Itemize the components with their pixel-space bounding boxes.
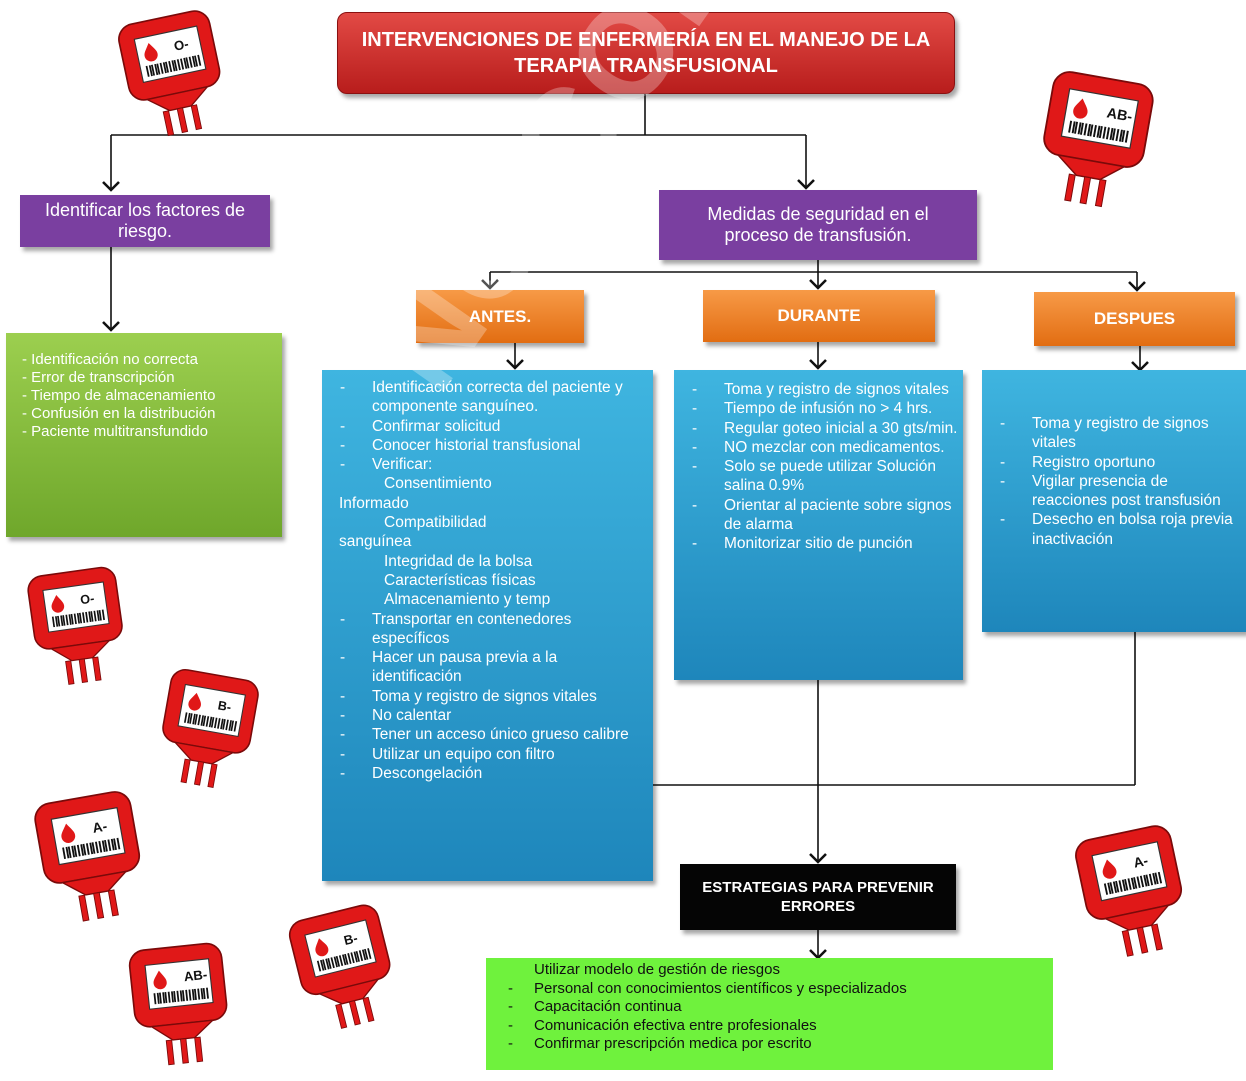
list-item: Tener un acceso único grueso calibre bbox=[322, 725, 649, 745]
phase-despues-list: Toma y registro de signos vitalesRegistr… bbox=[982, 370, 1246, 632]
list-item: Identificación correcta del paciente y c… bbox=[322, 378, 649, 417]
list-item: NO mezclar con medicamentos. bbox=[674, 438, 959, 458]
list-item: Verificar: bbox=[322, 455, 649, 475]
diagram-title: INTERVENCIONES DE ENFERMERÍA EN EL MANEJ… bbox=[337, 12, 955, 94]
list-item: sanguínea bbox=[339, 533, 412, 551]
list-item: - Error de transcripción bbox=[22, 369, 175, 386]
list-item: Toma y registro de signos vitales bbox=[982, 414, 1242, 453]
phase-despues-header: DESPUES bbox=[1034, 292, 1235, 346]
blood-type-label: AB- bbox=[1105, 105, 1133, 125]
blood-bag-icon: A- bbox=[34, 791, 141, 922]
list-item: Integridad de la bolsa bbox=[384, 552, 533, 570]
list-item: Toma y registro de signos vitales bbox=[674, 380, 959, 400]
list-item: Características físicas bbox=[384, 571, 536, 589]
list-item: Comunicación efectiva entre profesionale… bbox=[504, 1017, 1035, 1036]
safety-measures-box: Medidas de seguridad en el proceso de tr… bbox=[659, 190, 977, 260]
list-item: No calentar bbox=[322, 706, 649, 726]
blood-bag-icon: O- bbox=[118, 10, 221, 137]
list-item: Toma y registro de signos vitales bbox=[322, 687, 649, 707]
list-item: Almacenamiento y temp bbox=[384, 591, 551, 609]
list-item: Capacitación continua bbox=[504, 998, 1035, 1017]
blood-type-label: A- bbox=[1132, 853, 1150, 871]
list-item: - Tiempo de almacenamiento bbox=[22, 387, 216, 404]
blood-bag-icon: A- bbox=[1075, 825, 1183, 957]
phase-durante-list: Toma y registro de signos vitalesTiempo … bbox=[674, 370, 963, 680]
blood-bag-icon: AB- bbox=[1043, 71, 1154, 208]
list-item: Orientar al paciente sobre signos de ala… bbox=[674, 496, 959, 535]
blood-bag-icon: AB- bbox=[128, 942, 228, 1066]
list-item: Regular goteo inicial a 30 gts/min. bbox=[674, 419, 959, 439]
blood-type-label: O- bbox=[173, 36, 190, 54]
list-item: Hacer un pausa previa a la identificació… bbox=[322, 648, 649, 687]
phase-antes-list: Identificación correcta del paciente y c… bbox=[322, 370, 653, 881]
list-item: - Identificación no correcta bbox=[22, 351, 198, 368]
list-item: Utilizar modelo de gestión de riesgos bbox=[534, 961, 780, 978]
blood-type-label: O- bbox=[79, 591, 95, 607]
list-item: Vigilar presencia de reacciones post tra… bbox=[982, 472, 1242, 511]
blood-type-label: B- bbox=[217, 698, 233, 714]
list-item: Compatibilidad bbox=[384, 514, 487, 532]
list-item: - Confusión en la distribución bbox=[22, 405, 216, 422]
phase-durante-header: DURANTE bbox=[703, 290, 935, 342]
list-item: Solo se puede utilizar Solución salina 0… bbox=[674, 457, 959, 496]
list-item: Descongelación bbox=[322, 764, 649, 784]
list-item: Tiempo de infusión no > 4 hrs. bbox=[674, 399, 959, 419]
list-item: Personal con conocimientos científicos y… bbox=[504, 980, 1035, 999]
list-item: Registro oportuno bbox=[982, 453, 1242, 473]
blood-bag-icon: O- bbox=[27, 566, 123, 685]
risk-factors-list: - Identificación no correcta - Error de … bbox=[6, 333, 282, 537]
blood-type-label: AB- bbox=[183, 967, 208, 984]
list-item: Transportar en contenedores específicos bbox=[322, 610, 649, 649]
risk-factors-box: Identificar los factores de riesgo. bbox=[20, 195, 270, 247]
blood-type-label: B- bbox=[342, 930, 359, 948]
list-item: - Paciente multitransfundido bbox=[22, 423, 208, 440]
list-item: Desecho en bolsa roja previa inactivació… bbox=[982, 510, 1242, 549]
list-item: Consentimiento bbox=[384, 475, 492, 493]
strategies-header: ESTRATEGIAS PARA PREVENIR ERRORES bbox=[680, 864, 956, 930]
blood-type-label: A- bbox=[91, 818, 108, 835]
list-item: Confirmar solicitud bbox=[322, 417, 649, 437]
blood-bag-icon: B- bbox=[288, 904, 391, 1029]
list-item: Informado bbox=[339, 494, 409, 512]
strategies-list: Utilizar modelo de gestión de riesgos Pe… bbox=[486, 958, 1053, 1070]
list-item: Utilizar un equipo con filtro bbox=[322, 745, 649, 765]
blood-bag-icon: B- bbox=[162, 669, 259, 788]
phase-antes-header: ANTES. bbox=[416, 290, 584, 343]
list-item: Confirmar prescripción medica por escrit… bbox=[504, 1035, 1035, 1054]
list-item: Conocer historial transfusional bbox=[322, 436, 649, 456]
list-item: Monitorizar sitio de punción bbox=[674, 534, 959, 554]
